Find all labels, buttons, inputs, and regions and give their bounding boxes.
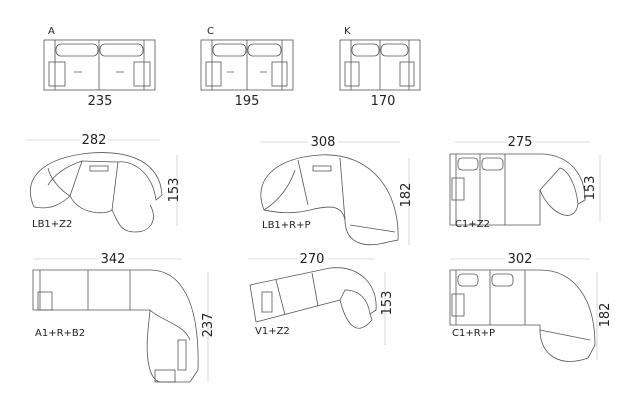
config-lb1-r-p: 308 182 LB1+R+P (260, 135, 414, 246)
config-label: C1+R+P (452, 328, 495, 339)
config-v1-z2: 270 153 V1+Z2 (248, 252, 395, 345)
config-width: 308 (311, 135, 336, 150)
module-width: 235 (88, 94, 113, 109)
config-label: V1+Z2 (255, 326, 290, 337)
config-depth: 237 (201, 313, 216, 338)
module-k: K 170 (339, 26, 421, 109)
module-width: 195 (235, 94, 260, 109)
module-a: A 235 (43, 26, 156, 109)
config-width: 275 (508, 135, 533, 150)
config-a1-r-b2: 342 237 A1+R+B2 (32, 252, 216, 383)
config-depth: 153 (167, 178, 182, 203)
config-width: 342 (101, 252, 126, 267)
module-label: A (48, 26, 55, 37)
config-depth: 182 (399, 183, 414, 208)
config-lb1-z2: 282 182 153 LB1+Z2 (26, 133, 182, 233)
config-width: 270 (300, 252, 325, 267)
config-label: LB1+Z2 (32, 219, 72, 230)
module-label: K (344, 26, 351, 37)
config-c1-z2: 275 153 C1+Z2 (449, 135, 601, 230)
module-c: C 195 (200, 26, 294, 109)
module-width: 170 (371, 94, 396, 109)
config-c1-r-p: 302 182 C1+R+P (449, 252, 613, 362)
config-label: C1+Z2 (455, 219, 490, 230)
config-depth: 153 (380, 291, 395, 316)
config-label: LB1+R+P (262, 220, 311, 231)
config-label: A1+R+B2 (35, 328, 85, 339)
module-label: C (207, 26, 214, 37)
config-width: 282 (82, 133, 107, 148)
config-depth: 153 (583, 176, 598, 201)
config-width: 302 (508, 252, 533, 267)
config-depth: 182 (598, 303, 613, 328)
